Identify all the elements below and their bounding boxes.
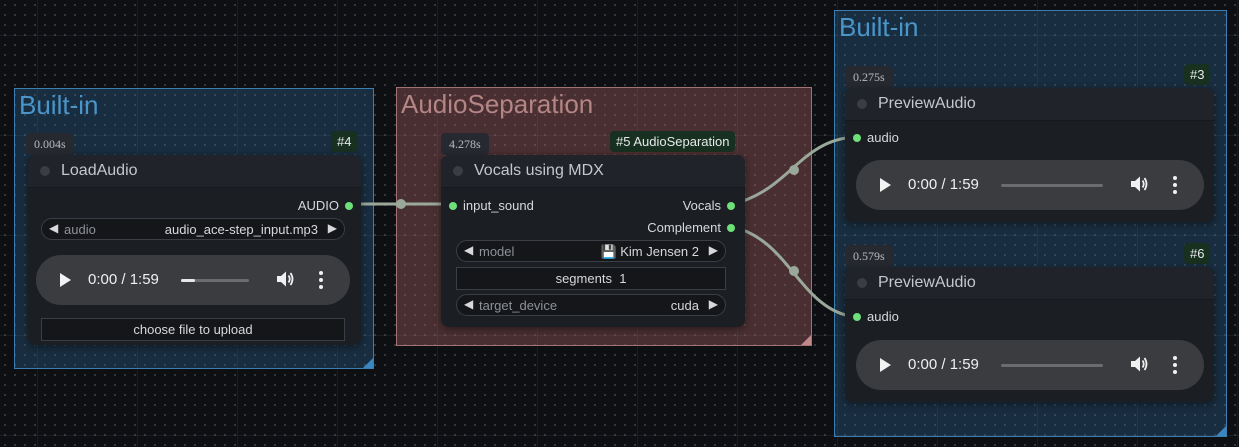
node-preview-audio-bottom[interactable]: PreviewAudio audio 0:00 / 1:59 (845, 267, 1214, 402)
collapse-toggle-icon[interactable] (40, 166, 50, 176)
node-header[interactable]: PreviewAudio (845, 88, 1214, 121)
node-preview-audio-top[interactable]: PreviewAudio audio 0:00 / 1:59 (845, 88, 1214, 222)
slot-dot[interactable] (727, 224, 735, 232)
more-options-icon[interactable] (1173, 356, 1177, 377)
group-title[interactable]: Built-in (839, 12, 919, 42)
execution-time-badge: 0.004s (26, 133, 74, 155)
arrow-right-icon[interactable]: ▶ (708, 243, 718, 257)
node-title: PreviewAudio (878, 95, 976, 112)
arrow-left-icon[interactable]: ◀ (464, 297, 474, 311)
combo-label: target_device (479, 298, 558, 313)
execution-time-badge: 0.579s (845, 245, 893, 267)
audio-player[interactable]: 0:00 / 1:59 (856, 340, 1204, 390)
slot-label: AUDIO (297, 198, 339, 213)
slot-label: input_sound (463, 198, 534, 213)
execution-time-badge: 0.275s (845, 66, 893, 88)
node-title: PreviewAudio (878, 274, 976, 291)
widget-label: segments (555, 271, 612, 286)
combo-value: audio_ace-step_input.mp3 (164, 222, 318, 237)
group-title[interactable]: Built-in (19, 90, 99, 120)
node-id-badge: #6 (1184, 243, 1211, 264)
collapse-toggle-icon[interactable] (453, 166, 463, 176)
output-slot-complement[interactable]: Complement (647, 220, 735, 236)
widget-value: 1 (619, 271, 627, 286)
group-resize-handle[interactable] (1216, 426, 1226, 436)
node-title: LoadAudio (61, 162, 138, 179)
combo-value: cuda (670, 298, 699, 313)
slot-dot[interactable] (727, 202, 735, 210)
wire-midpoint (789, 266, 799, 276)
player-time: 0:00 / 1:59 (908, 176, 979, 193)
player-time: 0:00 / 1:59 (908, 356, 979, 373)
output-slot-vocals[interactable]: Vocals (682, 198, 735, 214)
slot-label: audio (867, 130, 899, 145)
node-id-badge: #5 AudioSeparation (610, 131, 736, 152)
play-icon[interactable] (880, 358, 891, 372)
volume-icon[interactable] (1130, 175, 1148, 193)
input-slot-audio[interactable]: audio (853, 130, 899, 146)
slot-dot[interactable] (853, 134, 861, 142)
slot-label: Vocals (682, 198, 721, 213)
node-id-badge: #4 (331, 131, 358, 152)
arrow-left-icon[interactable]: ◀ (464, 243, 474, 257)
arrow-left-icon[interactable]: ◀ (49, 221, 59, 235)
upload-button[interactable]: choose file to upload (41, 318, 345, 341)
combo-label: audio (64, 222, 96, 237)
input-slot-audio[interactable]: audio (853, 309, 899, 325)
slot-dot[interactable] (345, 202, 353, 210)
group-resize-handle[interactable] (801, 335, 811, 345)
slot-label: audio (867, 309, 899, 324)
arrow-right-icon[interactable]: ▶ (708, 297, 718, 311)
volume-icon[interactable] (276, 270, 294, 288)
wire-midpoint (789, 165, 799, 175)
player-time: 0:00 / 1:59 (88, 271, 159, 288)
volume-icon[interactable] (1130, 355, 1148, 373)
node-header[interactable]: PreviewAudio (845, 267, 1214, 300)
play-icon[interactable] (880, 178, 891, 192)
combo-label: model (479, 244, 515, 259)
seek-fill (181, 279, 195, 282)
target-device-combo[interactable]: ◀ target_device cuda ▶ (456, 294, 726, 316)
collapse-toggle-icon[interactable] (857, 99, 867, 109)
more-options-icon[interactable] (319, 271, 323, 292)
seek-bar[interactable] (1001, 364, 1103, 367)
group-resize-handle[interactable] (363, 358, 373, 368)
wire-midpoint (396, 199, 406, 209)
output-slot-audio[interactable]: AUDIO (297, 198, 353, 214)
audio-player[interactable]: 0:00 / 1:59 (856, 160, 1204, 210)
seek-bar[interactable] (1001, 184, 1103, 187)
audio-file-combo[interactable]: ◀ audio audio_ace-step_input.mp3 ▶ (41, 218, 345, 240)
node-load-audio[interactable]: LoadAudio AUDIO ◀ audio audio_ace-step_i… (28, 155, 361, 345)
slot-label: Complement (647, 220, 721, 235)
slot-dot[interactable] (449, 202, 457, 210)
node-header[interactable]: LoadAudio (28, 155, 361, 188)
seek-bar[interactable] (181, 279, 249, 282)
play-icon[interactable] (60, 273, 71, 287)
combo-value: 💾 Kim Jensen 2 (600, 244, 699, 259)
node-title: Vocals using MDX (474, 162, 604, 179)
node-vocals-using-mdx[interactable]: Vocals using MDX input_sound Vocals Comp… (441, 155, 745, 327)
more-options-icon[interactable] (1173, 176, 1177, 197)
input-slot-input-sound[interactable]: input_sound (449, 198, 534, 214)
slot-dot[interactable] (853, 313, 861, 321)
node-header[interactable]: Vocals using MDX (441, 155, 745, 188)
node-id-badge: #3 (1184, 64, 1211, 85)
group-title[interactable]: AudioSeparation (401, 89, 594, 119)
segments-number-widget[interactable]: segments 1 (456, 267, 726, 290)
execution-time-badge: 4.278s (441, 133, 489, 155)
model-combo[interactable]: ◀ model 💾 Kim Jensen 2 ▶ (456, 240, 726, 262)
audio-player[interactable]: 0:00 / 1:59 (36, 255, 350, 305)
arrow-right-icon[interactable]: ▶ (327, 221, 337, 235)
collapse-toggle-icon[interactable] (857, 278, 867, 288)
